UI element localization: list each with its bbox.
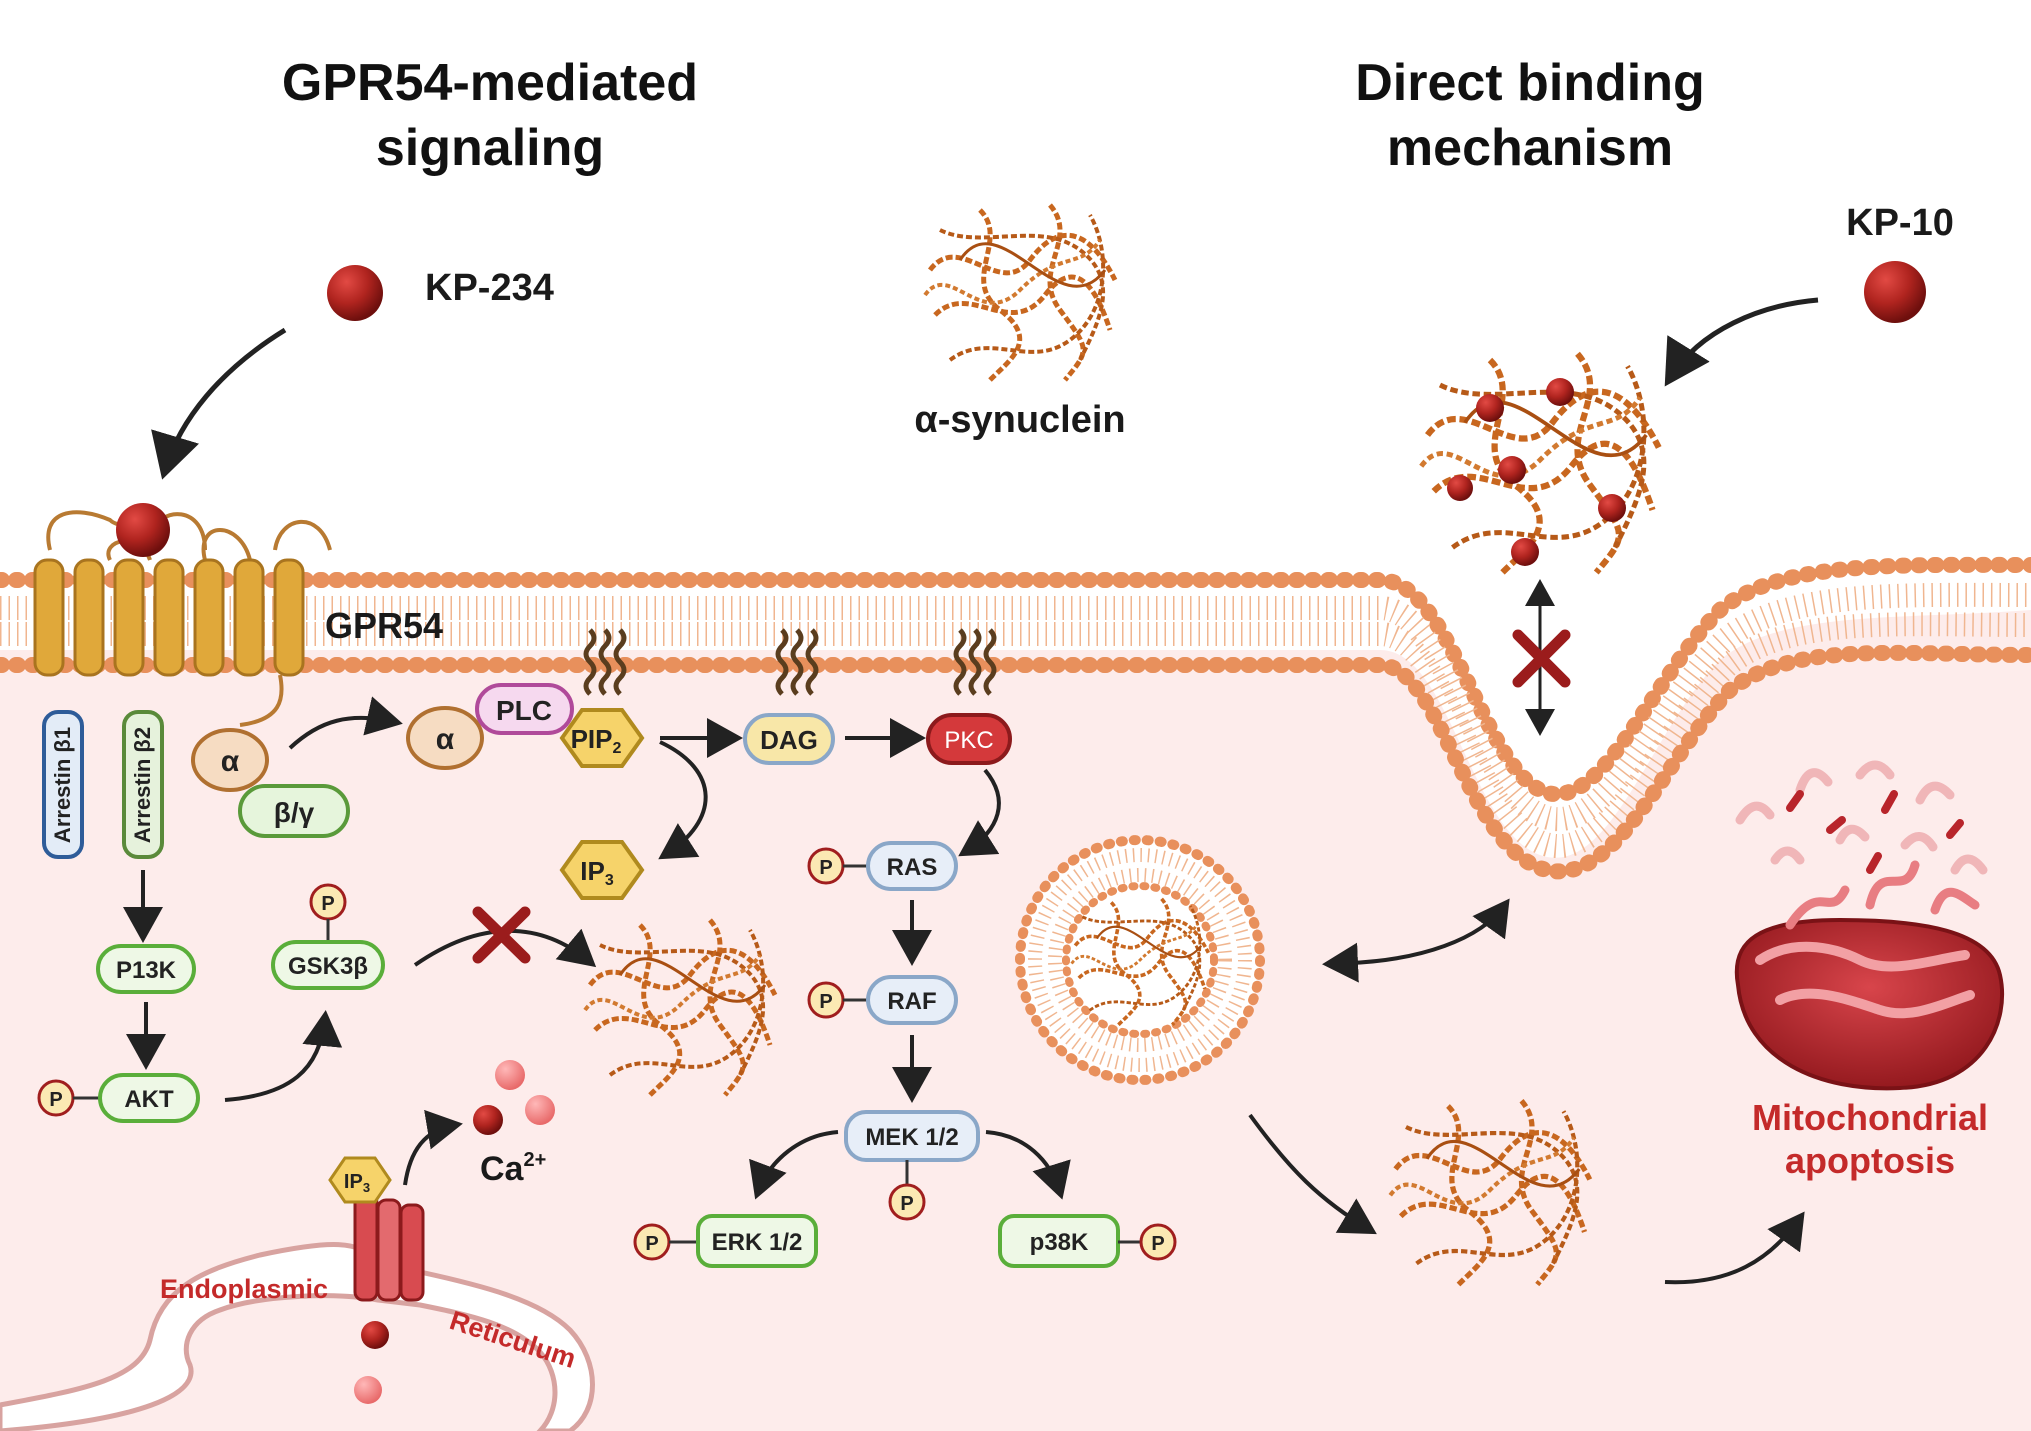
- mito-label-line2: apoptosis: [1785, 1140, 1955, 1181]
- kp10-arrow: [1664, 297, 1819, 387]
- calcium-ions-icon: [354, 1060, 555, 1404]
- title-left-line2: signaling: [376, 119, 604, 177]
- svg-text:P: P: [819, 857, 832, 879]
- svg-text:PLC: PLC: [496, 695, 552, 726]
- svg-text:α: α: [221, 745, 240, 778]
- kp234-ligand-icon: [327, 265, 383, 321]
- cell-membrane: [0, 556, 2031, 880]
- svg-text:IP3: IP3: [344, 1171, 370, 1195]
- title-right-line1: Direct binding: [1355, 54, 1705, 112]
- kp234-label: KP-234: [425, 267, 554, 309]
- svg-text:β/γ: β/γ: [274, 797, 315, 828]
- mek-to-erk-arrow: [749, 1130, 839, 1200]
- arrestin-b2-node: Arrestin β2: [122, 710, 164, 859]
- svg-text:AKT: AKT: [124, 1086, 174, 1113]
- fibril-kp10-complex: [1421, 354, 1659, 573]
- svg-text:ERK 1/2: ERK 1/2: [712, 1229, 803, 1256]
- kp10-ligand-icon: [1864, 261, 1926, 323]
- alpha-synuclein-label: α-synuclein: [914, 399, 1125, 441]
- gsk3b-cross-icon: [472, 906, 531, 964]
- akt-node: P AKT: [37, 1073, 200, 1123]
- pkc-node: PKC: [926, 713, 1012, 765]
- vesicle-release-arrow: [1248, 1113, 1377, 1235]
- svg-text:RAF: RAF: [887, 988, 936, 1015]
- lipid-tails: [583, 628, 997, 696]
- title-left-line1: GPR54-mediated: [282, 54, 698, 112]
- fibril-to-mitochondria-arrow: [1664, 1211, 1805, 1285]
- plc-node: PLC: [475, 683, 574, 735]
- pip2-to-ip3-arrow: [658, 740, 708, 860]
- ip3-node: IP3: [559, 840, 645, 900]
- svg-text:P13K: P13K: [116, 957, 177, 984]
- kp10-label: KP-10: [1846, 202, 1954, 244]
- raf-node: P RAF: [807, 975, 958, 1025]
- plc-alpha-node: α: [406, 706, 484, 770]
- svg-text:P: P: [49, 1089, 62, 1111]
- svg-text:P: P: [645, 1233, 658, 1255]
- mek-to-p38k-arrow: [985, 1130, 1071, 1200]
- svg-text:P: P: [1151, 1233, 1164, 1255]
- mitochondria-icon: [1734, 760, 2005, 1091]
- svg-text:P: P: [321, 893, 334, 915]
- svg-text:Arrestin β2: Arrestin β2: [130, 727, 155, 843]
- mito-label-line1: Mitochondrial: [1752, 1097, 1988, 1138]
- gpr54-receptor: [33, 503, 332, 727]
- svg-text:PKC: PKC: [944, 727, 993, 754]
- mek-node: MEK 1/2 P: [844, 1110, 980, 1221]
- erk-node: P ERK 1/2: [633, 1214, 818, 1268]
- svg-text:Arrestin β1: Arrestin β1: [50, 727, 75, 843]
- svg-text:GSK3β: GSK3β: [288, 953, 368, 980]
- pip2-node: PIP2: [559, 708, 645, 768]
- svg-text:PIP2: PIP2: [571, 724, 622, 757]
- svg-text:RAS: RAS: [887, 854, 938, 881]
- svg-text:P: P: [900, 1193, 913, 1215]
- svg-text:DAG: DAG: [760, 725, 818, 755]
- g-protein-arrow: [288, 696, 403, 750]
- cytoplasm-background: [0, 610, 2031, 1431]
- g-betagamma-node: β/γ: [238, 784, 350, 838]
- svg-text:MEK 1/2: MEK 1/2: [865, 1124, 958, 1151]
- calcium-label: Ca2+: [480, 1149, 546, 1188]
- ip3-bound-node: IP3: [328, 1156, 392, 1204]
- ras-node: P RAS: [807, 841, 958, 891]
- gpr54-label: GPR54: [325, 605, 443, 646]
- p38k-node: p38K P: [998, 1214, 1177, 1268]
- svg-text:IP3: IP3: [580, 856, 614, 889]
- kp234-arrow: [151, 327, 287, 480]
- vesicle-membrane-exchange-arrow: [1322, 898, 1510, 983]
- blocked-binding-cross-icon: [1512, 629, 1571, 688]
- vesicle-with-fibril: [1015, 835, 1265, 1085]
- g-alpha-node: α: [191, 728, 269, 792]
- p13k-node: P13K: [96, 944, 196, 994]
- er-label-line1: Endoplasmic: [160, 1274, 328, 1304]
- alpha-synuclein-fibril-icon: [925, 205, 1115, 380]
- calcium-release-arrow: [403, 1109, 463, 1186]
- svg-text:P: P: [819, 991, 832, 1013]
- akt-to-gsk3b-arrow: [224, 1010, 343, 1102]
- dag-node: DAG: [743, 713, 835, 765]
- arrestin-b1-node: Arrestin β1: [42, 710, 84, 859]
- gsk3b-node: P GSK3β: [271, 883, 385, 990]
- pkc-to-ras-arrow: [958, 768, 1001, 857]
- title-right-line2: mechanism: [1387, 119, 1673, 177]
- svg-text:α: α: [436, 723, 455, 756]
- svg-text:p38K: p38K: [1030, 1229, 1089, 1256]
- ip3-receptor-channel: [353, 1193, 425, 1302]
